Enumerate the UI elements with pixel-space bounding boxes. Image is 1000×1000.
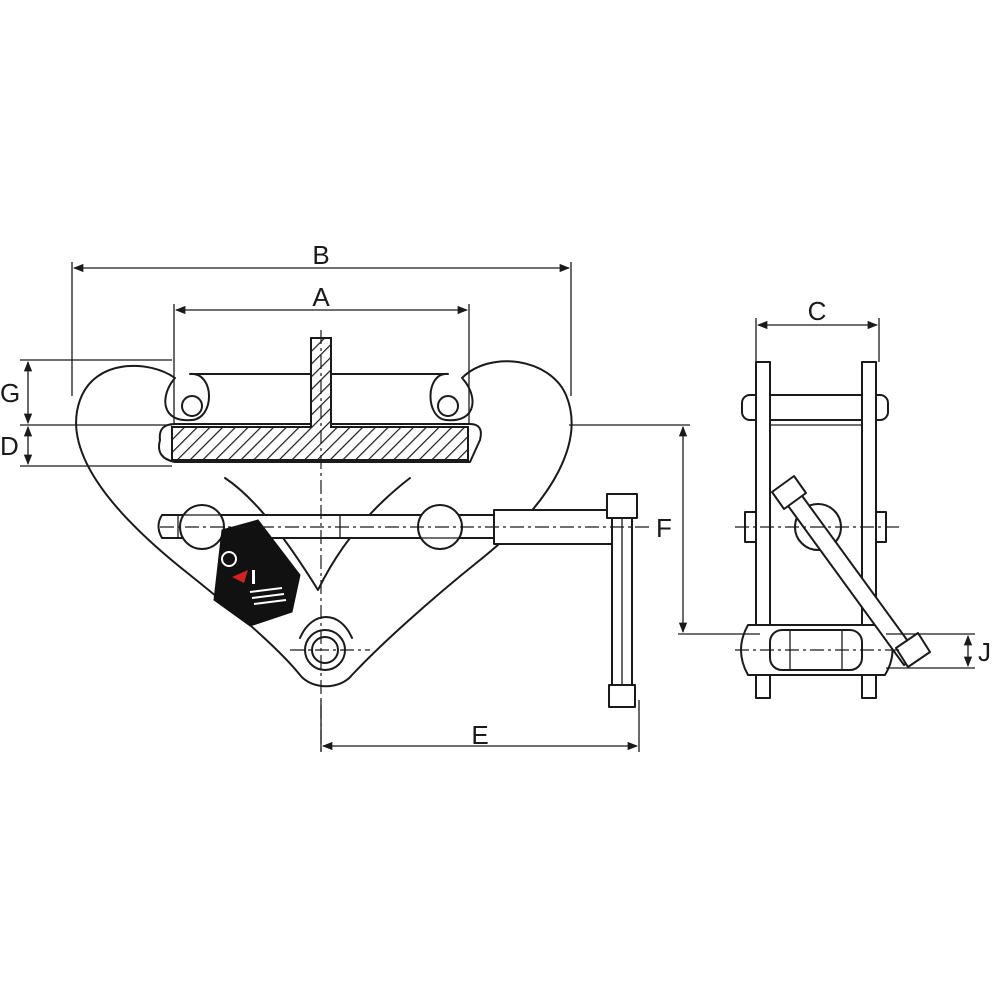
right-jaw-hole [437,395,459,417]
dim-j-label: J [978,637,991,667]
dim-d-label: D [0,431,19,461]
tag-shape [213,519,301,627]
dim-e-label: E [471,720,488,750]
clamp-body-inner-cutout [224,477,411,591]
handle-top-cap [606,493,638,519]
manufacturer-tag [213,519,301,627]
shackle-outline [299,616,353,639]
front-view [75,330,650,752]
tag-digit-mark [252,570,255,584]
side-handle-grip [895,632,931,668]
tag-logo-ring [221,551,237,567]
dim-b-label: B [312,240,329,270]
left-jaw-hole [181,395,203,417]
dim-g-label: G [0,378,20,408]
handle-grip [608,684,636,708]
dim-f-label: F [656,513,672,543]
side-top-pin [741,394,889,421]
side-handle-top-cap [771,475,807,510]
tag-text-line-1 [249,587,283,593]
beam-section-hatched [171,337,469,461]
jaw-slot [158,423,482,463]
dim-c-label: C [808,296,827,326]
side-view [735,361,931,699]
tag-logo-mark [232,570,248,583]
dim-a-label: A [312,282,330,312]
tag-text-line-2 [251,593,285,599]
dimensions: B A G D E F C J [0,240,991,752]
tag-text-line-3 [253,599,287,605]
shackle-pin-inner [311,636,339,664]
